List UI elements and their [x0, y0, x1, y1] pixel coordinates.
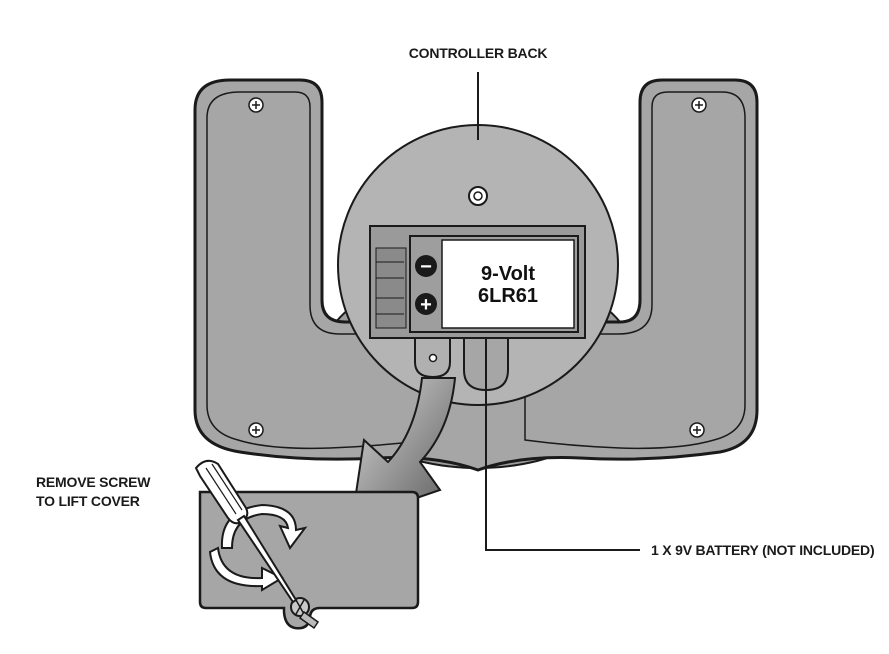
screw-bottom-left — [248, 422, 264, 438]
label-remove-screw-line1: REMOVE SCREW — [36, 474, 151, 490]
left-grip-inner — [206, 91, 456, 450]
screw-top-right — [691, 97, 707, 113]
positive-terminal-icon: + — [415, 293, 437, 316]
hub-screw — [468, 186, 488, 206]
positive-symbol: + — [420, 294, 432, 316]
label-controller-back: CONTROLLER BACK — [409, 45, 548, 61]
negative-symbol: − — [420, 256, 432, 278]
curved-arrow-icon — [350, 377, 457, 522]
right-grip-inner — [499, 91, 746, 450]
negative-terminal-icon: − — [415, 255, 437, 278]
leader-line-battery — [485, 338, 640, 551]
removed-screw-icon — [290, 597, 320, 630]
battery-label-area — [441, 239, 575, 329]
battery-model: 6LR61 — [478, 285, 538, 307]
screw-bottom-right — [689, 422, 705, 438]
screwdriver-icon — [194, 459, 298, 604]
screw-top-left — [248, 97, 264, 113]
clip-screw-hole — [428, 353, 438, 363]
left-grip — [193, 78, 759, 472]
battery-compartment: − + 9-Volt 6LR61 — [369, 225, 586, 392]
label-battery-note: 1 X 9V BATTERY (NOT INCLUDED) — [651, 542, 874, 558]
battery-voltage: 9-Volt — [481, 263, 535, 285]
label-remove-screw-line2: TO LIFT COVER — [36, 493, 140, 509]
